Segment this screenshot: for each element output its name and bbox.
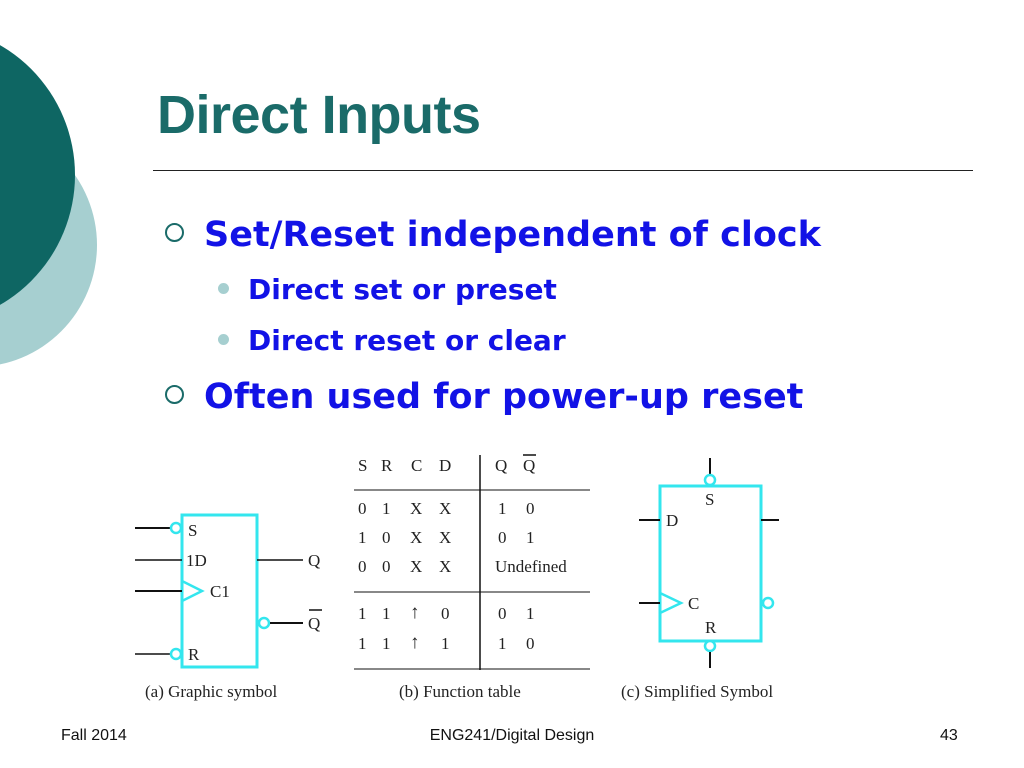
table-row: 0 1 X X 1 0	[358, 499, 535, 518]
pin-1d: 1D	[186, 551, 207, 570]
ring-bullet-icon	[165, 222, 184, 242]
svg-text:1: 1	[382, 604, 391, 623]
slide-title: Direct Inputs	[157, 85, 481, 145]
simplified-symbol: S D C R (c) Simplified Symbol	[621, 458, 779, 701]
footer-page-number: 43	[940, 727, 958, 744]
table-row: 0 0 X X Undefined	[358, 557, 567, 576]
svg-text:1: 1	[498, 634, 507, 653]
header-qbar: Q	[523, 456, 535, 475]
flip-flop-figure: S 1D C1 R Q Q (a) Graphic symbol S R C D…	[135, 454, 779, 701]
clock-triangle	[181, 579, 205, 603]
svg-text:1: 1	[358, 634, 367, 653]
footer-course: ENG241/Digital Design	[429, 727, 595, 744]
svg-text:0: 0	[382, 528, 391, 547]
svg-text:0: 0	[526, 499, 535, 518]
r-inversion-bubble	[703, 639, 717, 653]
pin-r: R	[188, 645, 200, 664]
pin-s: S	[705, 490, 714, 509]
svg-text:X: X	[410, 528, 422, 547]
svg-text:1: 1	[441, 634, 450, 653]
svg-text:X: X	[410, 499, 422, 518]
header-r: R	[381, 456, 393, 475]
svg-text:1: 1	[358, 604, 367, 623]
pin-q: Q	[308, 551, 320, 570]
caption-function-table: (b) Function table	[399, 682, 521, 701]
svg-text:1: 1	[526, 528, 535, 547]
table-row: 1 1 ↑ 0 0 1	[358, 602, 535, 623]
s-inversion-bubble	[169, 521, 183, 535]
sub-bullet-direct-set: Direct set or preset	[218, 276, 557, 304]
bullet-power-up: Often used for power-up reset	[165, 380, 803, 415]
qbar-inversion-bubble	[257, 616, 271, 630]
table-row: 1 1 ↑ 1 1 0	[358, 632, 535, 653]
svg-text:0: 0	[498, 604, 507, 623]
dark-teal-circle	[0, 45, 75, 305]
dot-bullet-icon	[218, 333, 229, 345]
svg-text:Undefined: Undefined	[495, 557, 567, 576]
svg-text:X: X	[439, 557, 451, 576]
svg-text:0: 0	[382, 557, 391, 576]
footer-date: Fall 2014	[61, 727, 127, 744]
title-divider	[153, 170, 973, 171]
table-row: 1 0 X X 0 1	[358, 528, 535, 547]
bullet-set-reset: Set/Reset independent of clock	[165, 218, 821, 253]
svg-text:1: 1	[382, 634, 391, 653]
svg-text:0: 0	[358, 557, 367, 576]
sub-bullet-text: Direct reset or clear	[248, 324, 566, 357]
dot-bullet-icon	[218, 282, 229, 294]
svg-text:1: 1	[358, 528, 367, 547]
caption-simplified-symbol: (c) Simplified Symbol	[621, 682, 773, 701]
s-inversion-bubble	[703, 473, 717, 487]
svg-text:X: X	[439, 499, 451, 518]
pin-c1: C1	[210, 582, 230, 601]
caption-graphic-symbol: (a) Graphic symbol	[145, 682, 277, 701]
pin-qbar: Q	[308, 614, 320, 633]
svg-text:1: 1	[382, 499, 391, 518]
svg-text:0: 0	[526, 634, 535, 653]
decorative-circles	[0, 45, 97, 365]
svg-text:0: 0	[441, 604, 450, 623]
up-arrow-icon: ↑	[410, 632, 420, 653]
pin-d: D	[666, 511, 678, 530]
svg-text:X: X	[439, 528, 451, 547]
qbar-inversion-bubble	[761, 596, 775, 610]
svg-text:0: 0	[358, 499, 367, 518]
svg-text:0: 0	[498, 528, 507, 547]
pin-r: R	[705, 618, 717, 637]
r-inversion-bubble	[169, 647, 183, 661]
clock-triangle	[659, 591, 684, 615]
graphic-symbol: S 1D C1 R Q Q (a) Graphic symbol	[135, 513, 322, 701]
header-d: D	[439, 456, 451, 475]
up-arrow-icon: ↑	[410, 602, 420, 623]
svg-text:1: 1	[498, 499, 507, 518]
bullet-text: Set/Reset independent of clock	[204, 215, 821, 255]
svg-text:1: 1	[526, 604, 535, 623]
header-s: S	[358, 456, 367, 475]
bullet-text: Often used for power-up reset	[204, 377, 804, 417]
pin-s: S	[188, 521, 197, 540]
ring-bullet-icon	[165, 384, 184, 404]
function-table: S R C D Q Q 0 1 X X 1 0 1 0 X X 0 1 0 0 …	[354, 454, 590, 701]
header-c: C	[411, 456, 422, 475]
pin-c: C	[688, 594, 699, 613]
header-q: Q	[495, 456, 507, 475]
svg-text:X: X	[410, 557, 422, 576]
sub-bullet-direct-reset: Direct reset or clear	[218, 327, 566, 355]
sub-bullet-text: Direct set or preset	[248, 273, 557, 306]
